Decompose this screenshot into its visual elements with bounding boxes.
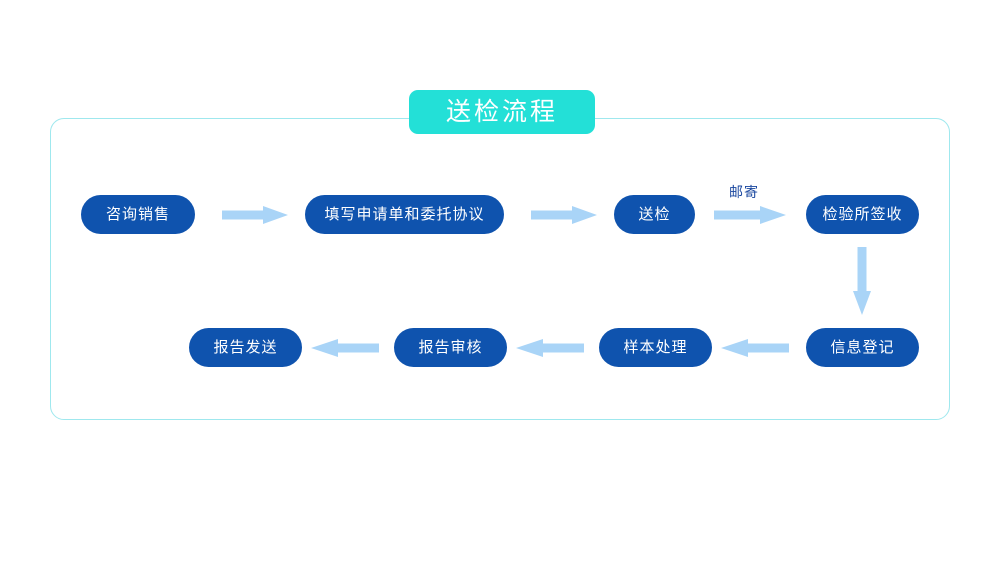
flow-node-label: 报告审核: [418, 339, 483, 356]
flow-node-sample-processing[interactable]: 样本处理: [599, 328, 712, 367]
flow-arrow-left-review-to-delivery: [311, 336, 379, 360]
flow-node-information-registration[interactable]: 信息登记: [806, 328, 919, 367]
flow-node-label: 填写申请单和委托协议: [324, 206, 485, 223]
flow-node-report-delivery[interactable]: 报告发送: [189, 328, 302, 367]
flow-arrow-down-lab-to-registration: [850, 247, 874, 315]
flow-node-label: 报告发送: [213, 339, 278, 356]
flow-node-label: 检验所签收: [822, 206, 903, 223]
flow-node-consult-sales[interactable]: 咨询销售: [81, 195, 195, 234]
flow-node-submit-inspection[interactable]: 送检: [614, 195, 695, 234]
flow-arrow-left-sample-to-review: [516, 336, 584, 360]
flow-node-label: 信息登记: [830, 339, 895, 356]
flow-container-frame: [50, 118, 950, 420]
flow-node-label: 样本处理: [623, 339, 688, 356]
flow-arrow-right-consult-to-form: [222, 203, 288, 227]
flow-arrow-right-form-to-submit: [531, 203, 597, 227]
flow-node-report-review[interactable]: 报告审核: [394, 328, 507, 367]
flow-node-label: 咨询销售: [105, 206, 170, 223]
flow-arrow-right-submit-to-lab: [714, 203, 786, 227]
diagram-title-text: 送检流程: [445, 97, 558, 126]
flow-edge-label-mail: 邮寄: [729, 184, 759, 200]
flow-node-fill-application-form[interactable]: 填写申请单和委托协议: [305, 195, 504, 234]
flow-node-label: 送检: [638, 206, 671, 223]
flow-node-lab-receipt[interactable]: 检验所签收: [806, 195, 919, 234]
flow-arrow-left-registration-to-sample: [721, 336, 789, 360]
diagram-title-badge: 送检流程: [409, 90, 595, 134]
